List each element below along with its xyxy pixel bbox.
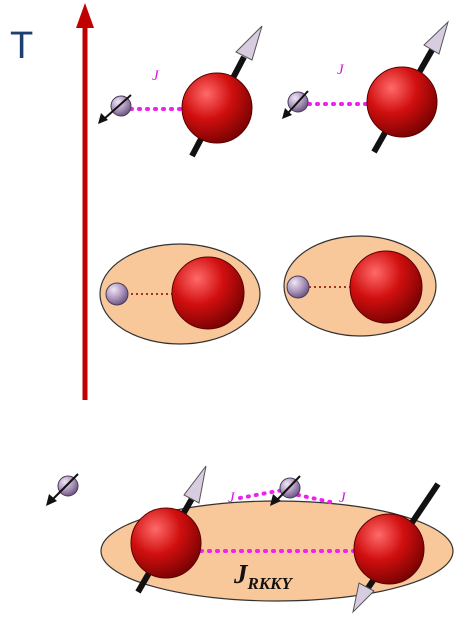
coupling-dotted-line [240,490,283,498]
kondo-singlet-1 [100,244,260,344]
coupling-j-label: J [152,68,160,84]
free-conduction-electron [46,474,78,506]
coupling-j-label: J [339,490,347,506]
red-local-moment-sphere-icon [354,514,424,584]
conduction-electron-icon [287,276,309,298]
red-local-moment-sphere-icon [182,73,252,143]
temperature-axis [76,3,94,400]
temperature-axis-arrowhead-icon [76,3,94,28]
red-local-moment-sphere-icon [367,67,437,137]
high-temperature-pair-2: J [282,22,448,152]
coupling-j-label: J [337,62,345,78]
spin-arrow-up-icon [184,466,206,503]
conduction-electron-icon [106,283,128,305]
conduction-electron [98,95,131,124]
local-moment [182,26,262,156]
spin-arrow-down-icon [98,113,108,124]
kondo-singlet-2 [284,236,436,336]
high-temperature-pair-1: J [98,26,262,156]
red-local-moment-sphere-icon [350,251,422,323]
local-moment [367,22,448,152]
spin-arrow-up-icon [236,26,262,60]
temperature-label: T [10,25,33,67]
spin-arrow-up-icon [424,22,448,54]
red-local-moment-sphere-icon [172,257,244,329]
rkky-pair: J J JRKKY [46,466,453,612]
conduction-electron-icon [58,476,78,496]
rkky-subscript: RKKY [247,574,294,593]
conduction-electron [282,91,308,119]
red-local-moment-sphere-icon [131,508,201,578]
